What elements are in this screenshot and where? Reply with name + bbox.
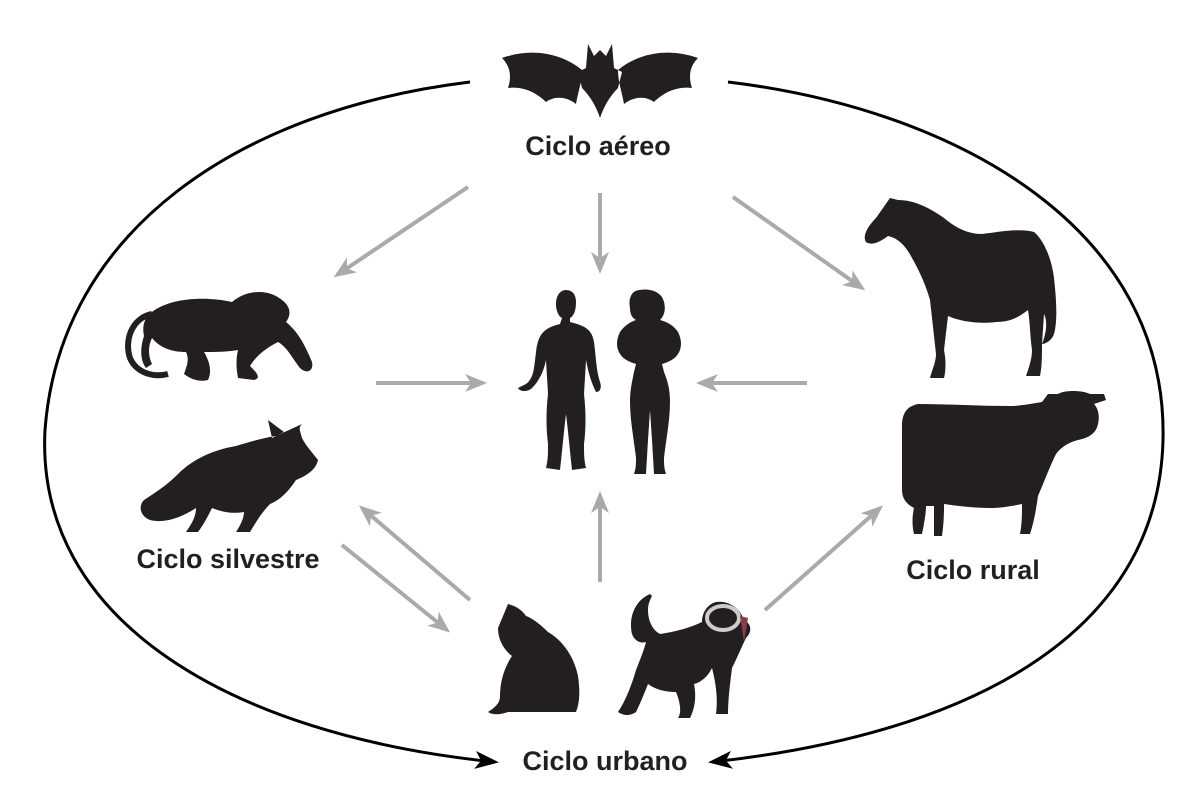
collar-ring xyxy=(705,604,741,632)
label-ciclo-rural: Ciclo rural xyxy=(906,555,1040,585)
cow-icon xyxy=(902,391,1106,536)
silhouettes xyxy=(125,44,1106,718)
human-woman-icon xyxy=(617,289,681,474)
outer-cycle-line-right xyxy=(708,80,1165,769)
flow-arrows xyxy=(333,185,883,633)
fox-icon xyxy=(140,420,318,532)
cat-icon xyxy=(488,604,580,715)
dog-icon xyxy=(618,594,751,718)
label-ciclo-silvestre: Ciclo silvestre xyxy=(136,544,319,574)
horse-icon xyxy=(864,198,1057,378)
arrow-aereo-to-silvestre xyxy=(333,185,470,278)
dog-collar xyxy=(705,604,748,642)
outer-cycle-line-left xyxy=(43,80,499,769)
label-ciclo-urbano: Ciclo urbano xyxy=(522,746,687,776)
arrow-silvestre-to-urbano xyxy=(340,543,451,633)
collar-tag xyxy=(740,616,748,642)
monkey-icon xyxy=(125,291,313,381)
arrow-urbano-to-silvestre xyxy=(358,505,472,602)
bat-icon xyxy=(502,44,698,118)
arrow-urbano-to-rural xyxy=(763,505,883,612)
human-man-icon xyxy=(518,290,601,470)
arrow-aereo-to-rural xyxy=(731,195,866,291)
label-ciclo-aereo: Ciclo aéreo xyxy=(525,131,671,161)
